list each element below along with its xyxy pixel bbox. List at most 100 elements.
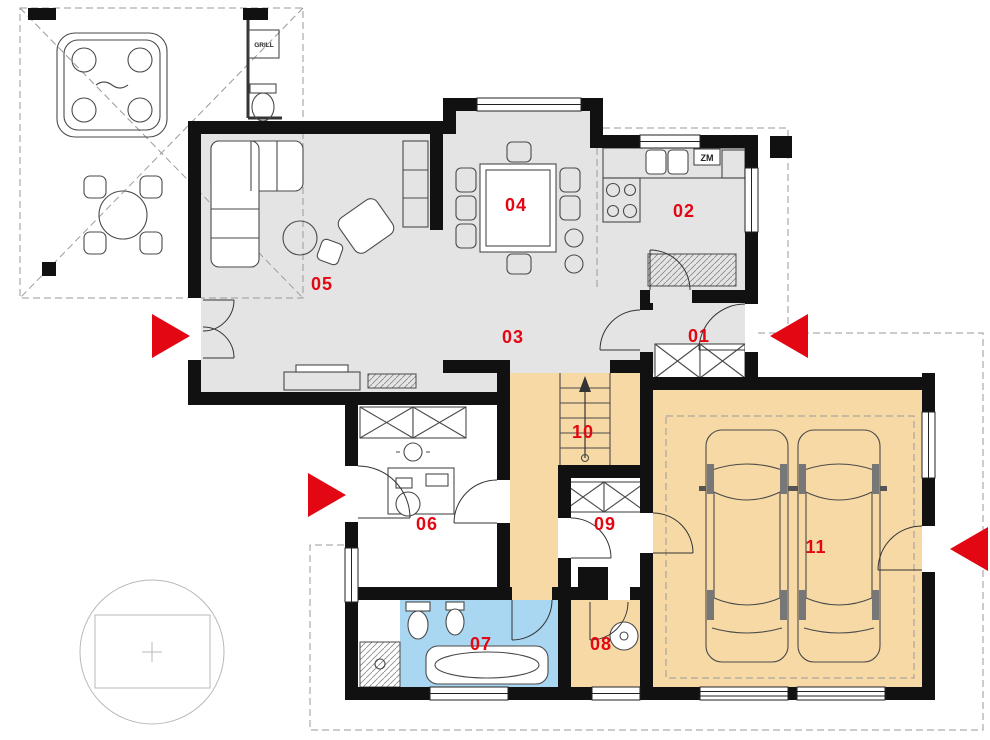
plant-icon (564, 228, 584, 248)
staircase (559, 373, 611, 465)
room-label-05: 05 (311, 274, 333, 294)
chair-icon (455, 195, 477, 221)
hall-opening-fill (430, 230, 443, 392)
hot-tub-icon (56, 32, 168, 138)
wardrobe-x (654, 343, 701, 379)
pouf-icon (316, 238, 344, 266)
chair-icon (506, 253, 532, 275)
room-label-08: 08 (590, 634, 612, 654)
wardrobe-x (603, 481, 647, 513)
door-swings (202, 249, 923, 641)
well-circle (79, 579, 225, 725)
bidet-icon (445, 608, 465, 636)
sink-bowl-icon (645, 149, 667, 175)
terrace-chair-icon (83, 231, 107, 255)
shower-icon (359, 641, 401, 688)
room-label-01: 01 (688, 326, 710, 346)
room-10-corridor-fill (510, 373, 558, 600)
water-icon (95, 81, 129, 89)
bathtub-inner (434, 651, 540, 679)
entrance-arrow-icon (770, 314, 808, 358)
hot-tub-seat (71, 47, 97, 73)
burner-icon (622, 203, 638, 219)
garage-side-door-opening (922, 526, 935, 572)
boiler-center (619, 631, 629, 641)
room-label-04: 04 (505, 195, 527, 215)
monitor-icon (425, 473, 449, 487)
terrace-post (243, 8, 268, 20)
garage-inner-dashed (665, 415, 915, 679)
terrace-door-leaf (202, 299, 235, 332)
room-label-06: 06 (416, 514, 438, 534)
shower-drain (374, 658, 386, 670)
closet-door (570, 517, 612, 559)
site-well (79, 579, 225, 725)
dishwasher-box (693, 148, 721, 166)
dining-table-icon (479, 163, 557, 253)
bookshelf-icon (402, 140, 429, 228)
entrance-arrow-icon (950, 527, 988, 571)
terrace-chair-icon (139, 231, 163, 255)
chimney-icon (770, 136, 792, 158)
well-cross (142, 642, 162, 662)
pouf-body (316, 238, 344, 266)
chair-icon (559, 167, 581, 193)
kitchen-fixtures (602, 147, 746, 287)
burner-icon (623, 183, 637, 197)
room-label-03: 03 (502, 327, 524, 347)
well-square (94, 614, 211, 689)
garage-door (796, 686, 886, 701)
terrace-door-leaf (202, 326, 235, 359)
room-label-11: 11 (805, 537, 826, 557)
bathroom-fixtures (359, 601, 549, 688)
garage-side-door (877, 525, 923, 571)
chair-icon (506, 141, 532, 163)
kitchen-entry-door (649, 249, 691, 291)
side-door-opening (345, 466, 358, 522)
terrace-outline (19, 7, 304, 299)
kitchen-island-icon (647, 253, 737, 287)
entrance-arrow-icon (308, 473, 346, 517)
office-furniture (359, 406, 467, 517)
dining-table-inner (485, 169, 551, 247)
grill-label: GRILL (254, 42, 274, 49)
room-label-09: 09 (594, 514, 616, 534)
garage-inner-door (652, 512, 694, 554)
terrace-chair-icon (83, 175, 107, 199)
chair-icon (559, 195, 581, 221)
windows (188, 97, 936, 701)
hot-tub-seat (71, 97, 97, 123)
dashed-guides (19, 7, 984, 731)
bathroom-door (511, 599, 553, 641)
room-labels: 01 02 03 04 05 06 07 08 09 10 11 GRILL Z… (254, 42, 826, 654)
entrance-arrow-icon (152, 314, 190, 358)
armchair-icon (337, 198, 395, 254)
hot-tub-seat (127, 97, 153, 123)
hot-tub-seat (127, 47, 153, 73)
hot-tub-inner (63, 39, 161, 131)
terrace-table-icon (98, 190, 148, 240)
sofa-chaise-icon (210, 140, 260, 268)
armchair-body (337, 198, 395, 254)
living-room-furniture (210, 140, 429, 391)
chair-icon (455, 167, 477, 193)
plant-pot-icon (403, 442, 423, 462)
terrace-chair-icon (139, 175, 163, 199)
toilet-icon (407, 610, 429, 640)
radiator-icon (367, 373, 417, 389)
room-label-02: 02 (673, 201, 695, 221)
plant-icon (564, 254, 584, 274)
wardrobe-x (359, 406, 414, 439)
terrace-door-opening (188, 298, 201, 360)
utility-fixtures (609, 621, 639, 651)
entry-door-opening (745, 304, 758, 352)
burner-icon (606, 204, 620, 218)
sink-bowl-icon (667, 149, 689, 175)
entry-wardrobe (654, 343, 746, 379)
bathtub-icon (425, 645, 549, 685)
office-inner-door (453, 479, 498, 524)
roof-overhang-top-right (603, 127, 789, 333)
chimney-icon (578, 567, 608, 600)
terrace-toilet-tank (249, 83, 277, 94)
